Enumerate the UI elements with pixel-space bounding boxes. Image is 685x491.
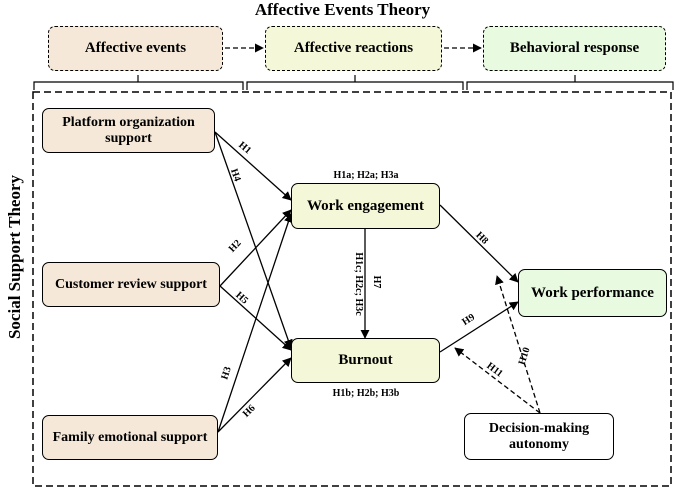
h2-label: H2 [227,238,244,255]
arrow-h4 [214,131,293,349]
arrow-h11 [454,347,541,414]
diagram-title: Affective Events Theory [254,0,431,19]
h7-label: H7 [371,276,382,289]
burnout-node: Burnout [291,338,440,383]
behavioral-response-box: Behavioral response [483,26,666,71]
h9-label: H9 [460,312,477,328]
engagement-hyp-label: H1a; H2a; H3a [334,170,399,181]
arrow-h6 [217,357,292,433]
arrow-h8 [439,204,519,283]
h1-label: H1 [236,140,253,157]
h11-label: H11 [484,360,504,379]
h4-label: H4 [228,167,243,183]
work-engagement-node: Work engagement [291,183,440,229]
social-support-frame [32,91,672,487]
arrow-h2 [219,209,292,287]
h5-label: H5 [233,290,250,307]
affective-events-box: Affective events [48,26,223,71]
platform-support-node: Platform organization support [42,108,215,153]
brace-affective-reactions [246,75,464,90]
burnout-hyp-label: H1b; H2b; H3b [333,388,400,399]
arrow-h3 [217,213,293,433]
arrow-h1 [214,131,292,201]
h6-label: H6 [241,403,258,420]
work-performance-node: Work performance [518,269,667,317]
affective-reactions-box: Affective reactions [265,26,442,71]
customer-support-node: Customer review support [42,262,220,307]
family-support-node: Family emotional support [42,415,218,460]
brace-affective-events [33,75,244,90]
decision-autonomy-node: Decision-making autonomy [464,413,614,460]
h8-label: H8 [473,230,490,247]
h3-label: H3 [219,365,233,381]
h10-label: H10 [517,346,533,366]
mediation-hyp-label: H1c; H2c; H3c [353,252,364,316]
brace-behavioral-response [466,75,674,90]
arrow-h9 [439,301,519,353]
